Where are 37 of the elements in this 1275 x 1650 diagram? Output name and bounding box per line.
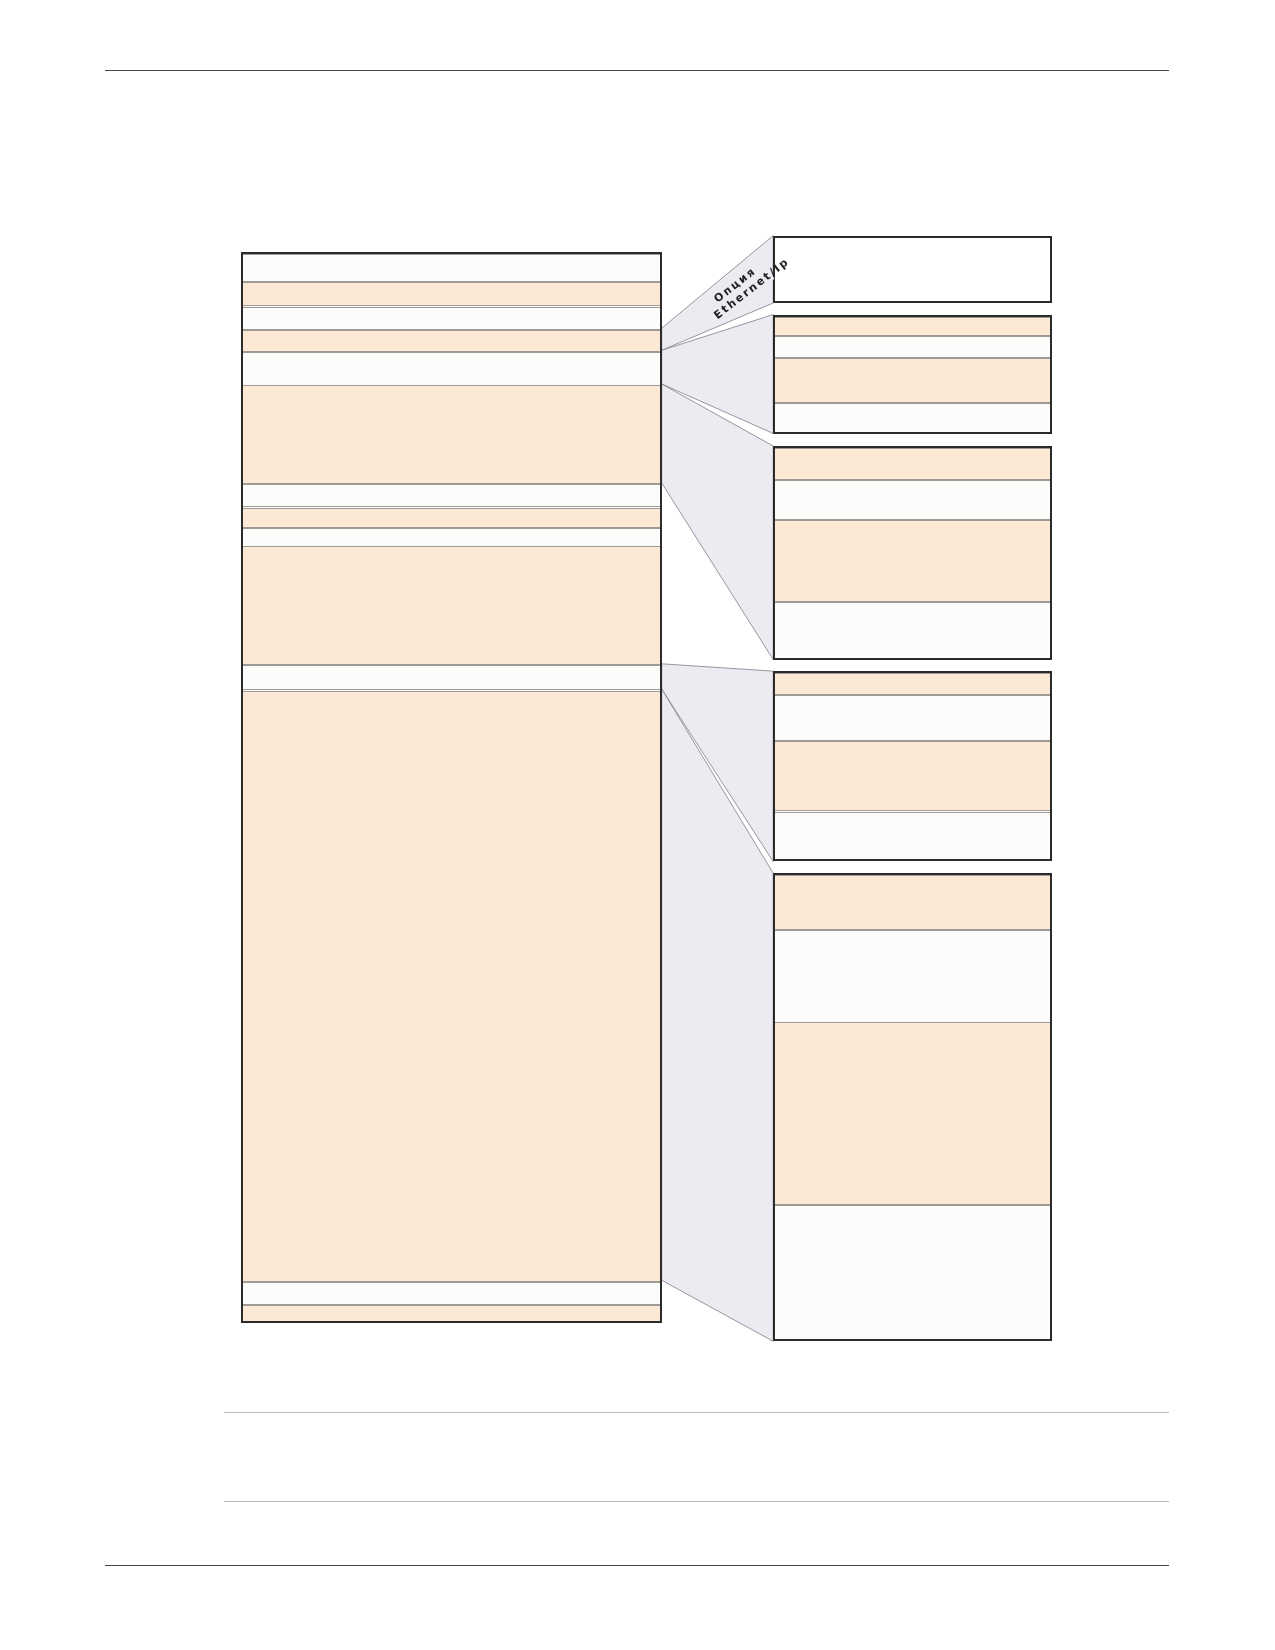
menu-row [243, 352, 660, 386]
menu-row [243, 484, 660, 507]
menu-panel [773, 671, 1052, 861]
menu-row [775, 930, 1050, 1023]
callout-wedge [661, 663, 774, 862]
menu-row [775, 812, 1050, 859]
callout-wedge [661, 383, 774, 660]
menu-row [243, 691, 660, 1282]
callout-wedge [661, 314, 774, 434]
menu-row [775, 875, 1050, 930]
menu-row [775, 403, 1050, 432]
menu-row [243, 508, 660, 528]
menu-row [775, 741, 1050, 811]
menu-row [775, 317, 1050, 336]
menu-row [775, 520, 1050, 602]
menu-row [243, 282, 660, 306]
menu-row [775, 1022, 1050, 1205]
menu-row [243, 254, 660, 282]
menu-row [243, 307, 660, 330]
callout-wedge [661, 688, 774, 1342]
menu-row [775, 358, 1050, 403]
menu-row [243, 1282, 660, 1305]
menu-row [243, 1305, 660, 1321]
menu-row [243, 330, 660, 352]
menu-row [775, 1205, 1050, 1339]
menu-panel [773, 446, 1052, 660]
menu-row [775, 480, 1050, 520]
menu-row [243, 546, 660, 665]
menu-row [775, 673, 1050, 695]
menu-panel [773, 873, 1052, 1341]
menu-row [243, 665, 660, 690]
menu-row [775, 336, 1050, 358]
menu-row [775, 695, 1050, 741]
menu-panel [241, 252, 662, 1323]
menu-row [775, 602, 1050, 658]
menu-row [243, 385, 660, 484]
menu-row [775, 448, 1050, 480]
